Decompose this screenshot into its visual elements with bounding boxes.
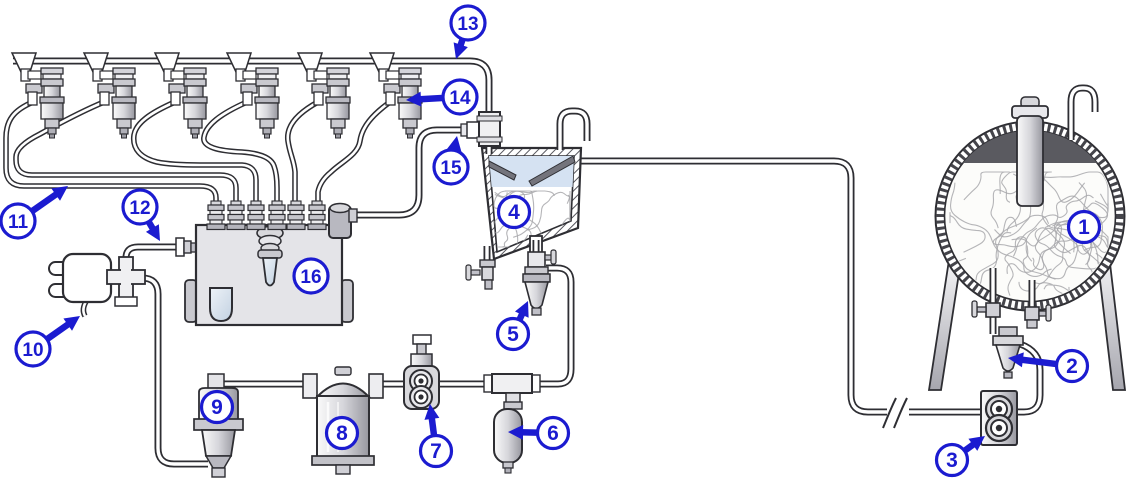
day-tank-strainer-bowl: [522, 249, 557, 316]
piping: [6, 61, 985, 464]
callout-circle: [441, 78, 479, 116]
callout-5: 5: [495, 301, 531, 352]
callout-arrowhead: [1008, 352, 1024, 368]
pump-inspection-plug: [256, 225, 284, 287]
pump-inlet-fitting: [175, 237, 199, 257]
callout-7: 7: [418, 404, 454, 469]
callout-number: 9: [211, 396, 223, 419]
filler-pipe: [1011, 96, 1049, 207]
callout-1: 1: [1066, 209, 1102, 245]
callout-3: 3: [934, 436, 985, 478]
callout-9: 9: [199, 389, 235, 425]
tee-fitting: [460, 111, 503, 147]
callout-12: 12: [121, 188, 160, 241]
callout-number: 10: [22, 340, 43, 361]
fuel-injector: [97, 67, 137, 139]
callout-arrow: [30, 190, 61, 214]
callout-arrowhead: [406, 91, 422, 107]
tank-drain-valve-2: [1024, 304, 1052, 329]
callout-circle: [0, 202, 37, 240]
callout-arrowhead: [446, 136, 462, 153]
callout-number: 13: [457, 14, 478, 35]
callout-number: 3: [946, 449, 958, 472]
callout-number: 16: [300, 267, 321, 288]
callout-10: 10: [14, 316, 80, 368]
baffle-right: [528, 155, 576, 187]
callout-8: 8: [324, 415, 360, 451]
callout-number: 5: [507, 323, 519, 346]
callout-arrowhead: [514, 301, 529, 318]
callout-4: 4: [496, 194, 532, 230]
cross-fitting: [106, 256, 146, 307]
callout-number: 1: [1078, 216, 1090, 239]
tank-leg-left: [927, 259, 963, 391]
fuel-injectors: [11, 52, 423, 139]
callout-number: 11: [8, 212, 29, 233]
day-tank-drain-valve: [465, 259, 496, 290]
baffle-left: [488, 160, 517, 181]
callout-number: 6: [547, 422, 559, 445]
callout-number: 4: [508, 201, 520, 224]
callout-arrowhead: [145, 224, 160, 241]
line-tee: [483, 373, 541, 410]
callout-circle: [495, 316, 531, 352]
callout-circle: [535, 415, 571, 451]
fuel-injector: [25, 67, 65, 139]
callout-number: 15: [440, 158, 462, 179]
callout-arrowhead: [968, 436, 985, 451]
callout-arrow: [45, 320, 73, 342]
callout-circle: [121, 188, 159, 226]
callout-number: 7: [430, 440, 442, 463]
callout-circle: [496, 194, 532, 230]
fuel-injector: [240, 67, 280, 139]
day-tank: [480, 146, 583, 261]
fuel-injector: [168, 67, 208, 139]
tank-drain-valve: [971, 300, 1001, 318]
callout-circle: [1054, 348, 1090, 384]
callout-arrowhead: [63, 316, 80, 331]
callout-number: 12: [129, 198, 150, 219]
pipe-break-symbol: [882, 396, 911, 430]
callout-number: 14: [449, 88, 471, 109]
return-elbow: [328, 202, 358, 239]
priming-pump: [48, 252, 113, 316]
callout-13: 13: [449, 4, 487, 59]
callout-circle: [1066, 209, 1102, 245]
callout-circle: [418, 433, 454, 469]
callout-circle: [199, 389, 235, 425]
water-trap: [493, 408, 523, 474]
fuel-feed-pump: [403, 334, 440, 410]
callout-11: 11: [0, 186, 68, 240]
callout-circle: [14, 330, 52, 368]
callout-arrowhead: [508, 424, 524, 440]
callout-number: 8: [336, 422, 348, 445]
injection-pump: [184, 200, 358, 327]
callout-circle: [934, 442, 970, 478]
fuel-storage-tank: [927, 88, 1127, 391]
callout-circle: [432, 148, 470, 186]
callout-circle: [449, 4, 487, 42]
callout-arrowhead: [424, 404, 440, 420]
callout-2: 2: [1008, 348, 1090, 384]
transfer-pump: [980, 390, 1018, 446]
fuel-injector: [311, 67, 351, 139]
callout-16: 16: [292, 257, 330, 295]
callout-arrowhead: [453, 42, 468, 59]
callout-arrow: [1019, 356, 1057, 368]
callout-number: 2: [1066, 355, 1078, 378]
callout-circle: [324, 415, 360, 451]
callout-circle: [292, 257, 330, 295]
callout-15: 15: [432, 136, 470, 186]
pump-window: [209, 287, 233, 323]
callout-arrow: [417, 94, 443, 103]
callout-arrow: [428, 415, 438, 436]
callout-6: 6: [508, 415, 571, 451]
callout-14: 14: [406, 78, 479, 116]
callout-arrowhead: [51, 186, 68, 201]
storage-tank-sediment-bowl: [992, 326, 1024, 379]
